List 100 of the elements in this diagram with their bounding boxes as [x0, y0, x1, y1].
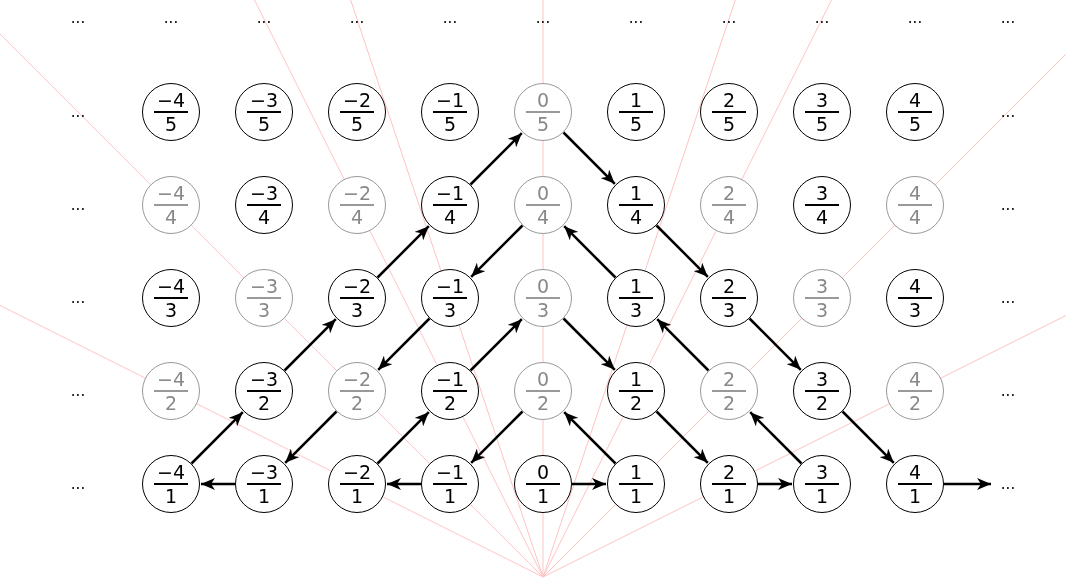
denominator: 2	[443, 392, 457, 413]
denominator: 4	[257, 206, 271, 227]
denominator: 1	[536, 485, 550, 506]
numerator: 4	[908, 369, 922, 390]
arrow	[283, 318, 337, 372]
denominator: 1	[443, 485, 457, 506]
numerator: 4	[908, 183, 922, 204]
ellipsis: ...	[70, 10, 86, 26]
numerator: −3	[250, 369, 278, 390]
numerator: 1	[629, 462, 643, 483]
denominator: 5	[815, 113, 829, 134]
denominator: 4	[443, 206, 457, 227]
denominator: 5	[722, 113, 736, 134]
ellipsis: ...	[70, 290, 86, 306]
numerator: 4	[908, 276, 922, 297]
numerator: −4	[157, 90, 185, 111]
denominator: 4	[815, 206, 829, 227]
arrow	[572, 478, 606, 490]
ellipsis: ...	[70, 476, 86, 492]
denominator: 3	[629, 299, 643, 320]
ellipsis: ...	[70, 383, 86, 399]
numerator: 0	[536, 369, 550, 390]
numerator: 2	[722, 276, 736, 297]
arrow	[377, 317, 431, 371]
denominator: 5	[164, 113, 178, 134]
denominator: 1	[257, 485, 271, 506]
numerator: 0	[536, 276, 550, 297]
numerator: −3	[250, 276, 278, 297]
ellipsis: ...	[70, 104, 86, 120]
arrow	[562, 131, 616, 185]
numerator: 4	[908, 90, 922, 111]
denominator: 3	[443, 299, 457, 320]
numerator: −4	[157, 276, 185, 297]
ellipsis: ...	[907, 10, 923, 26]
numerator: 2	[722, 183, 736, 204]
ellipsis: ...	[628, 10, 644, 26]
denominator: 4	[629, 206, 643, 227]
denominator: 2	[629, 392, 643, 413]
arrow	[376, 411, 430, 465]
ellipsis: ...	[1000, 476, 1016, 492]
numerator: 2	[722, 462, 736, 483]
denominator: 4	[350, 206, 364, 227]
denominator: 5	[257, 113, 271, 134]
denominator: 3	[257, 299, 271, 320]
denominator: 3	[908, 299, 922, 320]
numerator: 3	[815, 90, 829, 111]
arrow	[655, 224, 709, 278]
numerator: 1	[629, 183, 643, 204]
numerator: 0	[536, 183, 550, 204]
numerator: 3	[815, 276, 829, 297]
numerator: 1	[629, 369, 643, 390]
denominator: 1	[629, 485, 643, 506]
numerator: 3	[815, 183, 829, 204]
numerator: −2	[343, 183, 371, 204]
denominator: 5	[908, 113, 922, 134]
denominator: 4	[908, 206, 922, 227]
denominator: 2	[815, 392, 829, 413]
numerator: −2	[343, 369, 371, 390]
denominator: 5	[536, 113, 550, 134]
arrow	[656, 318, 710, 372]
denominator: 3	[815, 299, 829, 320]
numerator: 1	[629, 276, 643, 297]
ellipsis: ...	[442, 10, 458, 26]
arrow	[655, 410, 709, 464]
numerator: 4	[908, 462, 922, 483]
denominator: 2	[164, 392, 178, 413]
numerator: −2	[343, 462, 371, 483]
denominator: 1	[350, 485, 364, 506]
arrow	[470, 410, 524, 464]
numerator: 2	[722, 90, 736, 111]
arrow	[470, 224, 524, 278]
denominator: 3	[350, 299, 364, 320]
arrow	[201, 478, 235, 490]
denominator: 1	[815, 485, 829, 506]
numerator: −4	[157, 183, 185, 204]
denominator: 5	[443, 113, 457, 134]
arrow	[748, 317, 802, 371]
numerator: −1	[436, 369, 464, 390]
numerator: −1	[436, 90, 464, 111]
arrow	[563, 225, 617, 279]
arrow	[758, 478, 792, 490]
ellipsis: ...	[1000, 383, 1016, 399]
denominator: 5	[350, 113, 364, 134]
arrow	[190, 411, 244, 465]
ellipsis: ...	[70, 197, 86, 213]
ellipsis: ...	[535, 10, 551, 26]
denominator: 5	[629, 113, 643, 134]
numerator: 2	[722, 369, 736, 390]
denominator: 3	[164, 299, 178, 320]
arrow	[562, 317, 616, 371]
arrow	[387, 478, 421, 490]
arrow	[284, 410, 338, 464]
numerator: 0	[536, 462, 550, 483]
numerator: −1	[436, 276, 464, 297]
numerator: 3	[815, 369, 829, 390]
denominator: 1	[164, 485, 178, 506]
denominator: 3	[722, 299, 736, 320]
arrow	[376, 225, 430, 279]
ellipsis: ...	[1000, 104, 1016, 120]
arrow	[944, 478, 991, 490]
